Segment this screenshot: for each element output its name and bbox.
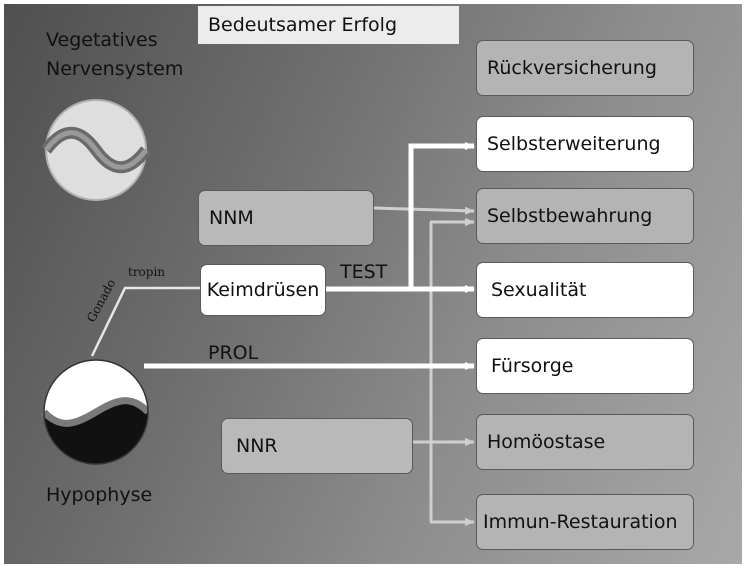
target-rueckversicherung: Rückversicherung <box>476 40 694 96</box>
arrow-nnm-selbstbewahrung <box>373 206 475 215</box>
prol-label: PROL <box>208 342 259 364</box>
target-label: Fürsorge <box>491 355 574 377</box>
title-banner: Bedeutsamer Erfolg <box>198 6 459 44</box>
target-selbsterweiterung: Selbsterweiterung <box>476 116 694 172</box>
nnr-box: NNR <box>221 418 413 474</box>
nnm-label: NNM <box>209 207 254 229</box>
nnm-box: NNM <box>198 190 374 246</box>
target-label: Sexualität <box>491 279 587 301</box>
vegetative-circle-icon <box>41 99 151 201</box>
vegetative-label-line2: Nervensystem <box>46 58 184 80</box>
target-fuersorge: Fürsorge <box>476 338 694 394</box>
tropin-label: tropin <box>128 265 166 279</box>
target-label: Rückversicherung <box>487 57 657 79</box>
target-label: Selbstbewahrung <box>487 205 653 227</box>
keimdruesen-label: Keimdrüsen <box>206 279 320 301</box>
hypophyse-label: Hypophyse <box>46 484 153 506</box>
target-sexualitaet: Sexualität <box>476 262 694 318</box>
keimdruesen-box: Keimdrüsen <box>200 264 326 316</box>
diagram-canvas: Bedeutsamer Erfolg Vegetatives Nervensys… <box>4 4 742 564</box>
target-immun-restauration: Immun-Restauration <box>476 494 694 550</box>
connector-layer <box>41 99 475 526</box>
vegetative-label-line1: Vegetatives <box>46 29 158 51</box>
target-label: Immun-Restauration <box>483 511 678 533</box>
arrow-test-selbsterweiterung <box>408 142 475 289</box>
target-homoeostase: Homöostase <box>476 414 694 470</box>
target-label: Selbsterweiterung <box>487 133 661 155</box>
target-label: Homöostase <box>487 431 606 453</box>
nnr-label: NNR <box>236 435 278 457</box>
hypophyse-yinyang-icon <box>41 359 151 465</box>
test-label: TEST <box>340 261 388 283</box>
gonadotropin-line <box>90 286 200 357</box>
target-selbstbewahrung: Selbstbewahrung <box>476 188 694 244</box>
